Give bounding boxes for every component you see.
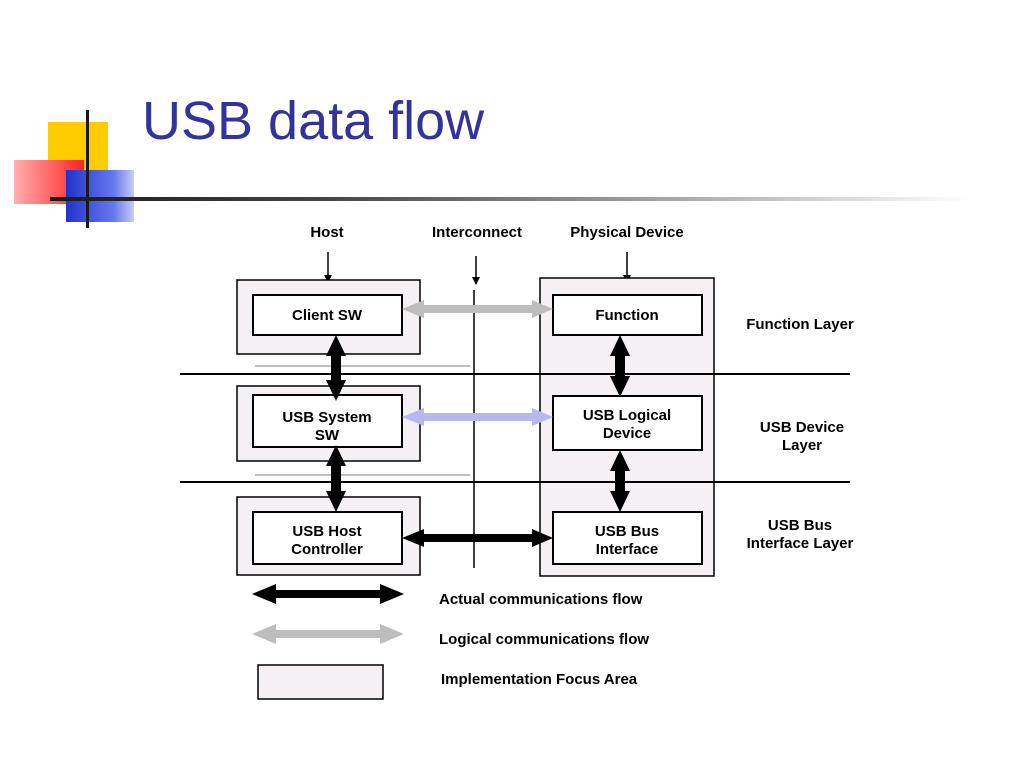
usb-bus-interface-layer-label-line2: Interface Layer (747, 535, 854, 552)
header-physical-device: Physical Device (570, 224, 683, 241)
vertical-accent-line (86, 110, 89, 228)
legend-logical-arrow (252, 624, 404, 644)
host-vertical-arrow-upper (326, 335, 346, 401)
legend-focus-area-label: Implementation Focus Area (441, 671, 638, 688)
legend-focus-area-swatch (257, 664, 384, 700)
title-underline (50, 197, 970, 201)
usb-bus-interface-box (552, 511, 703, 565)
function-layer-label: Function Layer (746, 316, 854, 333)
usb-system-sw-label-line1: USB System (282, 409, 371, 426)
usb-device-layer-label-line2: Layer (782, 437, 822, 454)
legend-actual-label: Actual communications flow (439, 591, 643, 608)
legend-logical-label: Logical communications flow (439, 631, 649, 648)
logical-flow-arrow-device (402, 408, 553, 426)
header-host: Host (310, 224, 343, 241)
usb-logical-device-label-line1: USB Logical (583, 407, 671, 424)
header-interconnect: Interconnect (432, 224, 522, 241)
usb-bus-interface-layer-label-line1: USB Bus (768, 517, 832, 534)
slide-title: USB data flow (142, 91, 485, 151)
usb-system-sw-label-line2: SW (315, 427, 340, 444)
usb-logical-device-label-line2: Device (603, 425, 651, 442)
usb-host-controller-box (252, 511, 403, 565)
function-label: Function (595, 307, 658, 324)
usb-device-layer-label-line1: USB Device (760, 419, 844, 436)
client-sw-box (252, 294, 403, 336)
usb-bus-interface-label-line1: USB Bus (595, 523, 659, 540)
usb-system-sw-box (252, 394, 403, 448)
actual-flow-arrow-bus (402, 529, 553, 547)
device-vertical-arrow-lower (610, 450, 630, 512)
device-vertical-arrow-upper (610, 335, 630, 397)
usb-host-controller-label-line1: USB Host (292, 523, 361, 540)
function-box (552, 294, 703, 336)
usb-host-controller-label-line2: Controller (291, 541, 363, 558)
logical-flow-arrow-function (402, 300, 553, 318)
blue-accent-square (66, 170, 134, 222)
client-sw-label: Client SW (292, 307, 363, 324)
legend-actual-arrow (252, 584, 404, 604)
host-vertical-arrow-lower (326, 445, 346, 512)
usb-bus-interface-label-line2: Interface (596, 541, 659, 558)
usb-logical-device-box (552, 395, 703, 451)
